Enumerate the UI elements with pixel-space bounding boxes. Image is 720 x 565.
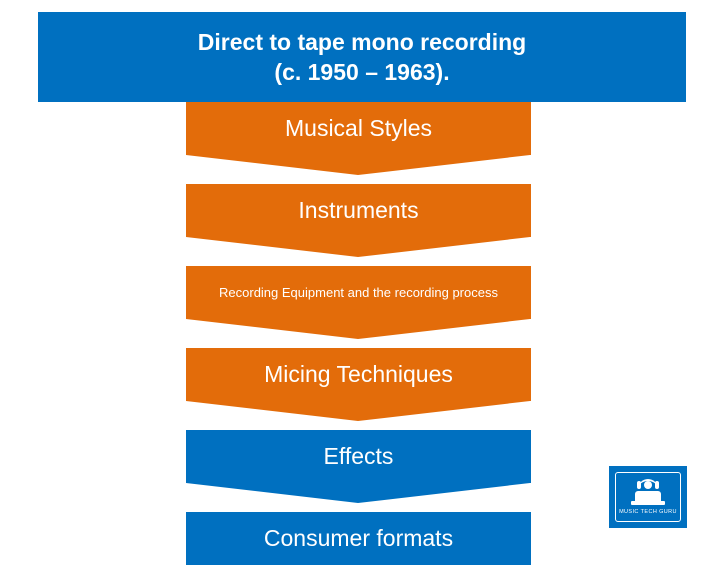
slide-title-line-2: (c. 1950 – 1963). <box>274 59 450 85</box>
chevron-step-3[interactable]: Recording Equipment and the recording pr… <box>186 266 531 339</box>
chevron-step-4-label: Micing Techniques <box>264 361 453 387</box>
process-chevron-stack: Musical Styles Instruments Recording Equ… <box>186 102 531 565</box>
logo-caption: MUSIC TECH GURU <box>619 508 677 515</box>
slide-canvas: Direct to tape mono recording (c. 1950 –… <box>38 12 687 565</box>
chevron-step-5-arrow <box>186 483 530 503</box>
chevron-step-6-label: Consumer formats <box>263 525 454 551</box>
logo-frame: MUSIC TECH GURU <box>615 472 681 522</box>
chevron-step-2[interactable]: Instruments <box>186 184 531 257</box>
logo-badge: MUSIC TECH GURU <box>609 466 687 528</box>
chevron-step-3-arrow <box>186 319 530 339</box>
chevron-step-4-arrow <box>186 401 530 421</box>
slide-title-banner: Direct to tape mono recording (c. 1950 –… <box>38 12 686 102</box>
chevron-step-4[interactable]: Micing Techniques <box>186 348 531 421</box>
slide-title-line-1: Direct to tape mono recording <box>197 29 527 55</box>
chevron-step-6[interactable]: Consumer formats <box>186 512 531 565</box>
chevron-step-1-label: Musical Styles <box>285 115 432 141</box>
chevron-step-5-label: Effects <box>323 443 394 469</box>
chevron-step-2-label: Instruments <box>298 197 419 223</box>
chevron-step-2-arrow <box>186 237 530 257</box>
chevron-step-1[interactable]: Musical Styles <box>186 102 531 175</box>
headphones-person-icon <box>631 478 665 506</box>
chevron-step-5[interactable]: Effects <box>186 430 531 503</box>
chevron-step-3-label: Recording Equipment and the recording pr… <box>219 284 498 300</box>
chevron-step-1-arrow <box>186 155 530 175</box>
